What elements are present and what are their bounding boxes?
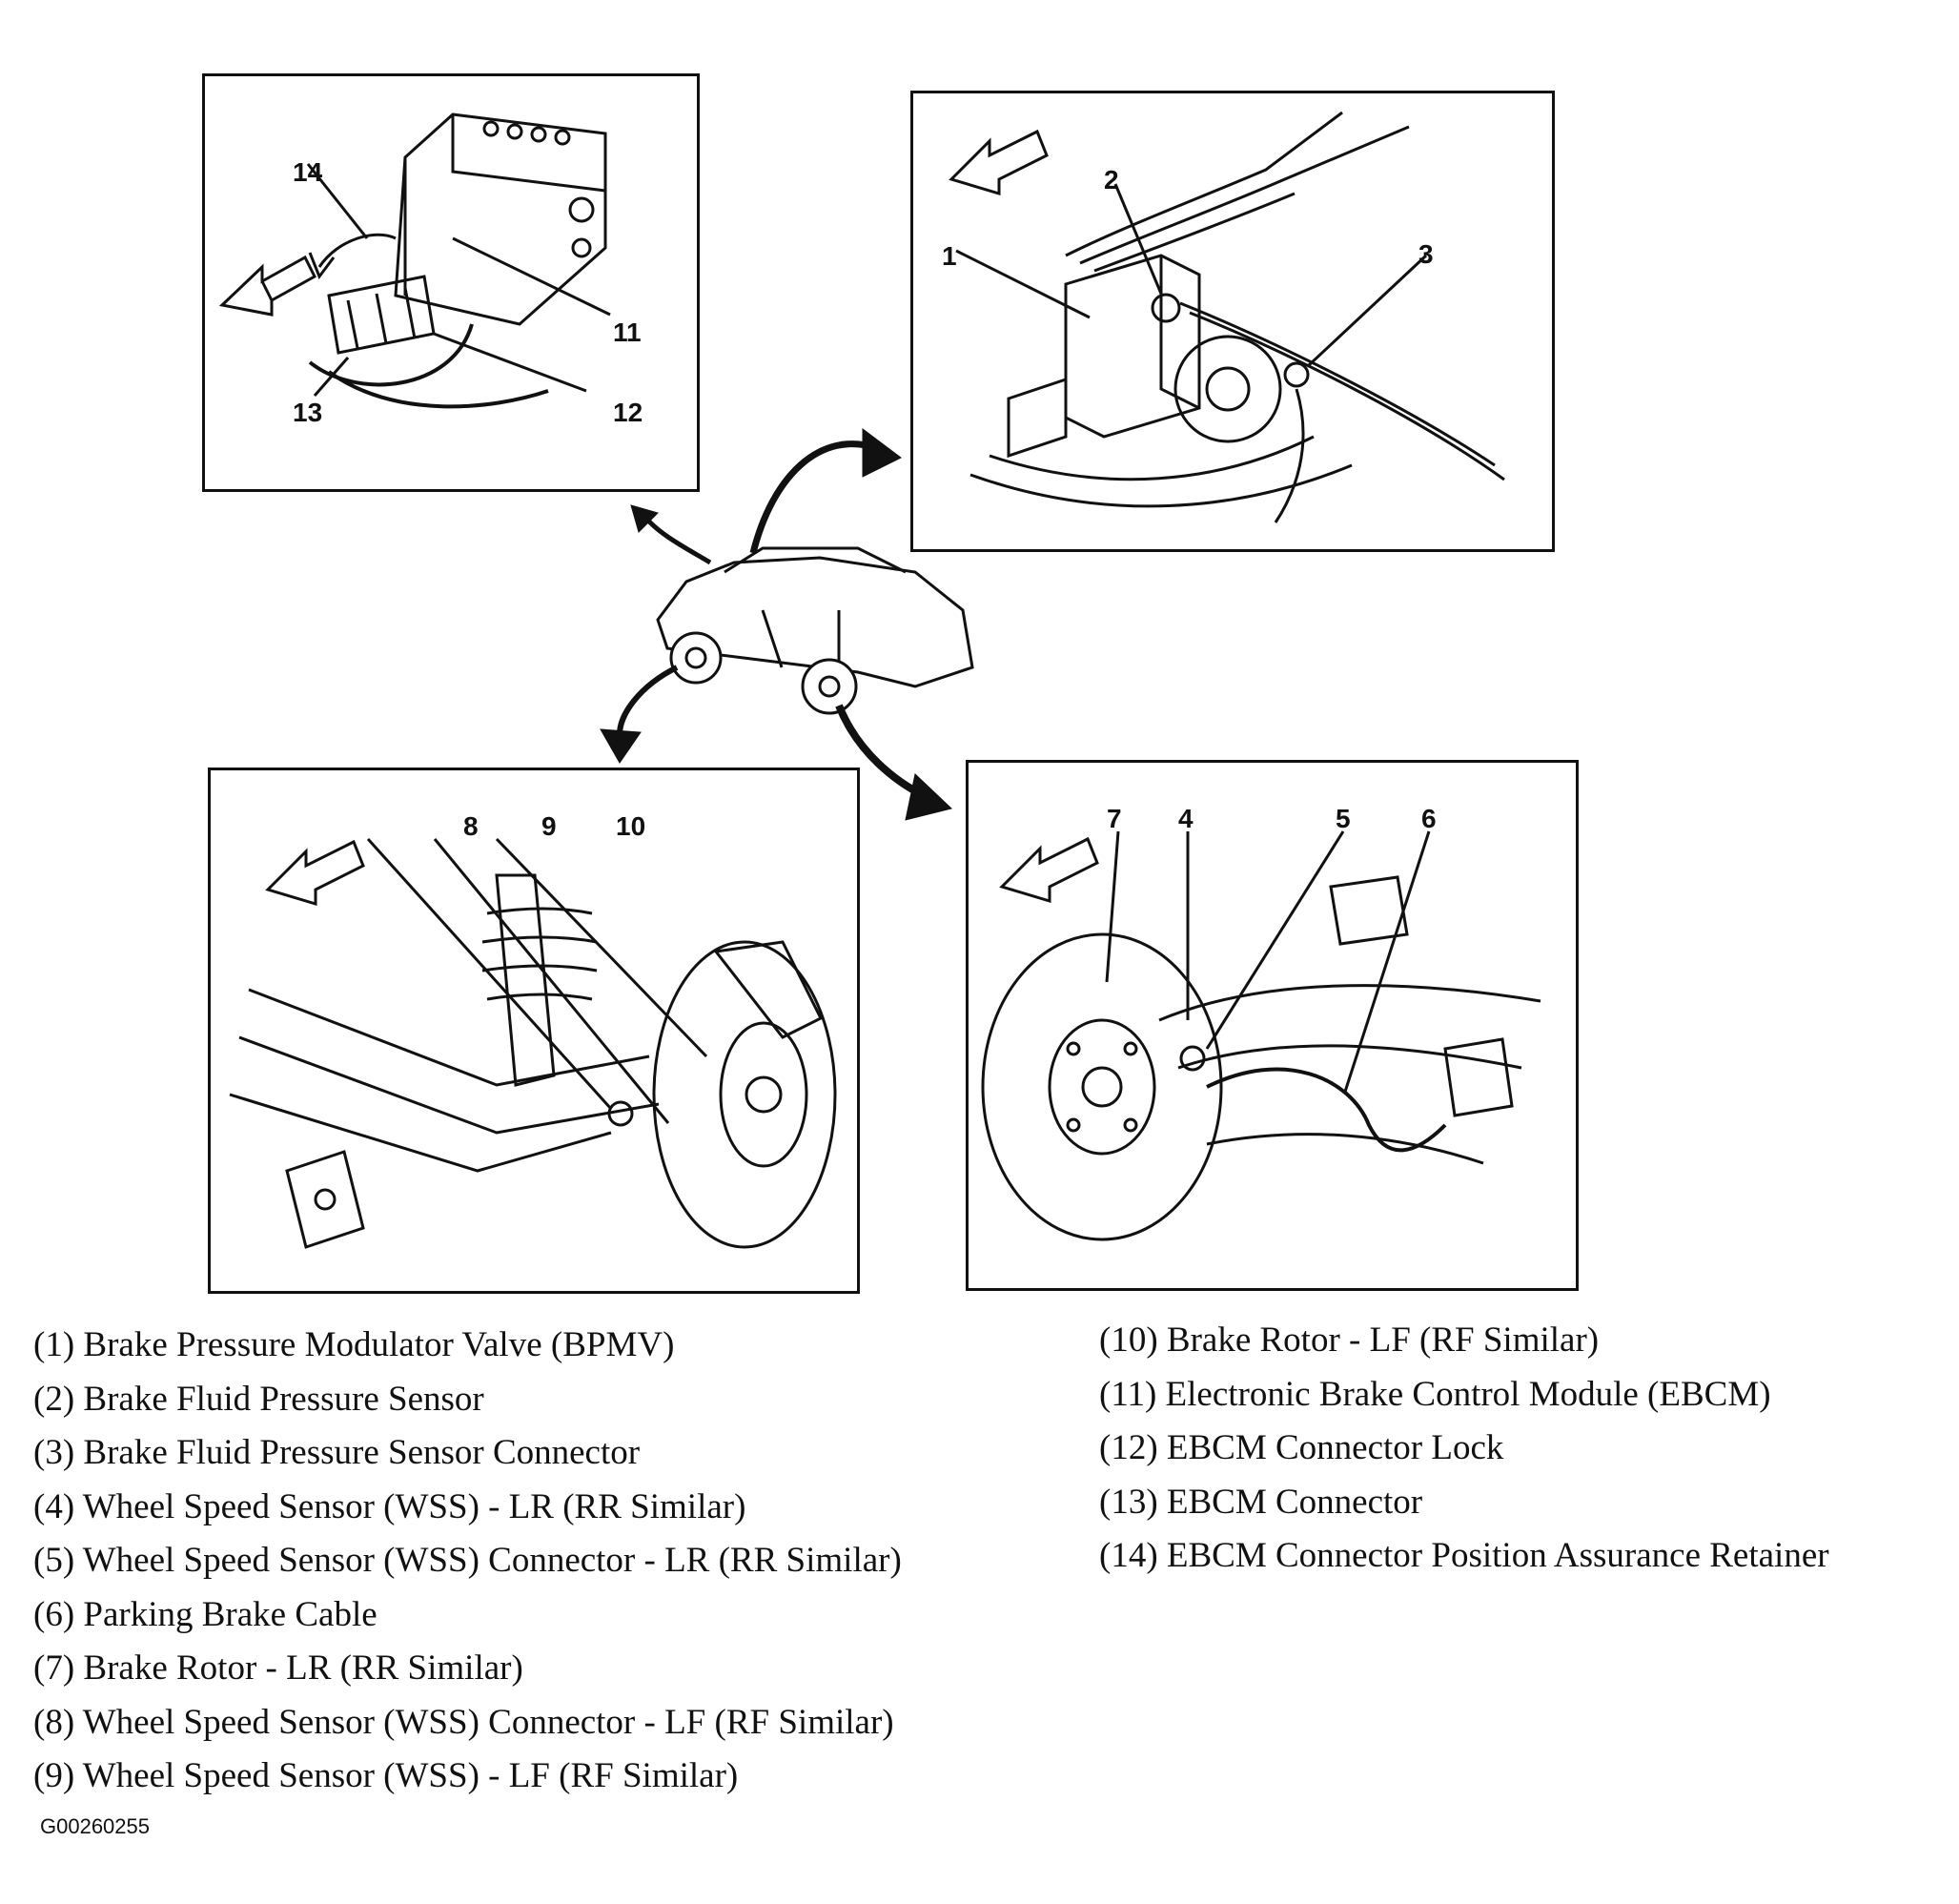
- legend-item: (13) EBCM Connector: [1099, 1482, 1423, 1522]
- legend-item: (12) EBCM Connector Lock: [1099, 1428, 1504, 1467]
- rear-wheel-illustration: 7 4 5 6: [981, 804, 1541, 1241]
- callout-9: 9: [541, 811, 557, 841]
- legend-item: (11) Electronic Brake Control Module (EB…: [1099, 1374, 1771, 1414]
- legend-item: (7) Brake Rotor - LR (RR Similar): [33, 1648, 523, 1688]
- figure-id: G00260255: [40, 1814, 150, 1838]
- legend-item: (5) Wheel Speed Sensor (WSS) Connector -…: [33, 1541, 902, 1580]
- legend-item: (9) Wheel Speed Sensor (WSS) - LF (RF Si…: [33, 1756, 739, 1795]
- callout-6: 6: [1421, 804, 1437, 833]
- callout-10: 10: [616, 811, 645, 841]
- callout-11: 11: [613, 317, 642, 347]
- legend-left: (1) Brake Pressure Modulator Valve (BPMV…: [33, 1319, 902, 1804]
- callout-4: 4: [1178, 804, 1194, 833]
- panel-rear-wheel: 7 4 5 6: [966, 760, 1579, 1291]
- legend-item: (2) Brake Fluid Pressure Sensor: [33, 1379, 484, 1419]
- callout-7: 7: [1107, 804, 1122, 833]
- callout-12: 12: [613, 398, 643, 427]
- legend-right: (10) Brake Rotor - LF (RF Similar) (11) …: [1099, 1314, 1829, 1584]
- panel-front-wheel: 8 9 10: [208, 768, 860, 1294]
- legend-item: (6) Parking Brake Cable: [33, 1594, 378, 1634]
- callout-1: 1: [942, 241, 957, 271]
- legend-item: (10) Brake Rotor - LF (RF Similar): [1099, 1321, 1600, 1360]
- legend-item: (4) Wheel Speed Sensor (WSS) - LR (RR Si…: [33, 1486, 746, 1526]
- legend-item: (8) Wheel Speed Sensor (WSS) Connector -…: [33, 1702, 894, 1742]
- front-wheel-illustration: 8 9 10: [229, 811, 837, 1249]
- callout-5: 5: [1336, 804, 1351, 833]
- callout-13: 13: [293, 398, 322, 427]
- callout-14: 14: [293, 157, 323, 187]
- panel-bpmv: 2 1 3: [910, 91, 1555, 552]
- ebcm-illustration: 14 11 12 13: [218, 113, 643, 427]
- callout-8: 8: [463, 811, 479, 841]
- panel-ebcm: 14 11 12 13: [202, 73, 700, 492]
- legend-item: (14) EBCM Connector Position Assurance R…: [1099, 1536, 1829, 1575]
- callout-3: 3: [1418, 239, 1434, 269]
- legend-item: (1) Brake Pressure Modulator Valve (BPMV…: [33, 1325, 675, 1364]
- callout-2: 2: [1104, 165, 1119, 194]
- bpmv-illustration: 2 1 3: [942, 111, 1505, 523]
- legend-item: (3) Brake Fluid Pressure Sensor Connecto…: [33, 1433, 641, 1472]
